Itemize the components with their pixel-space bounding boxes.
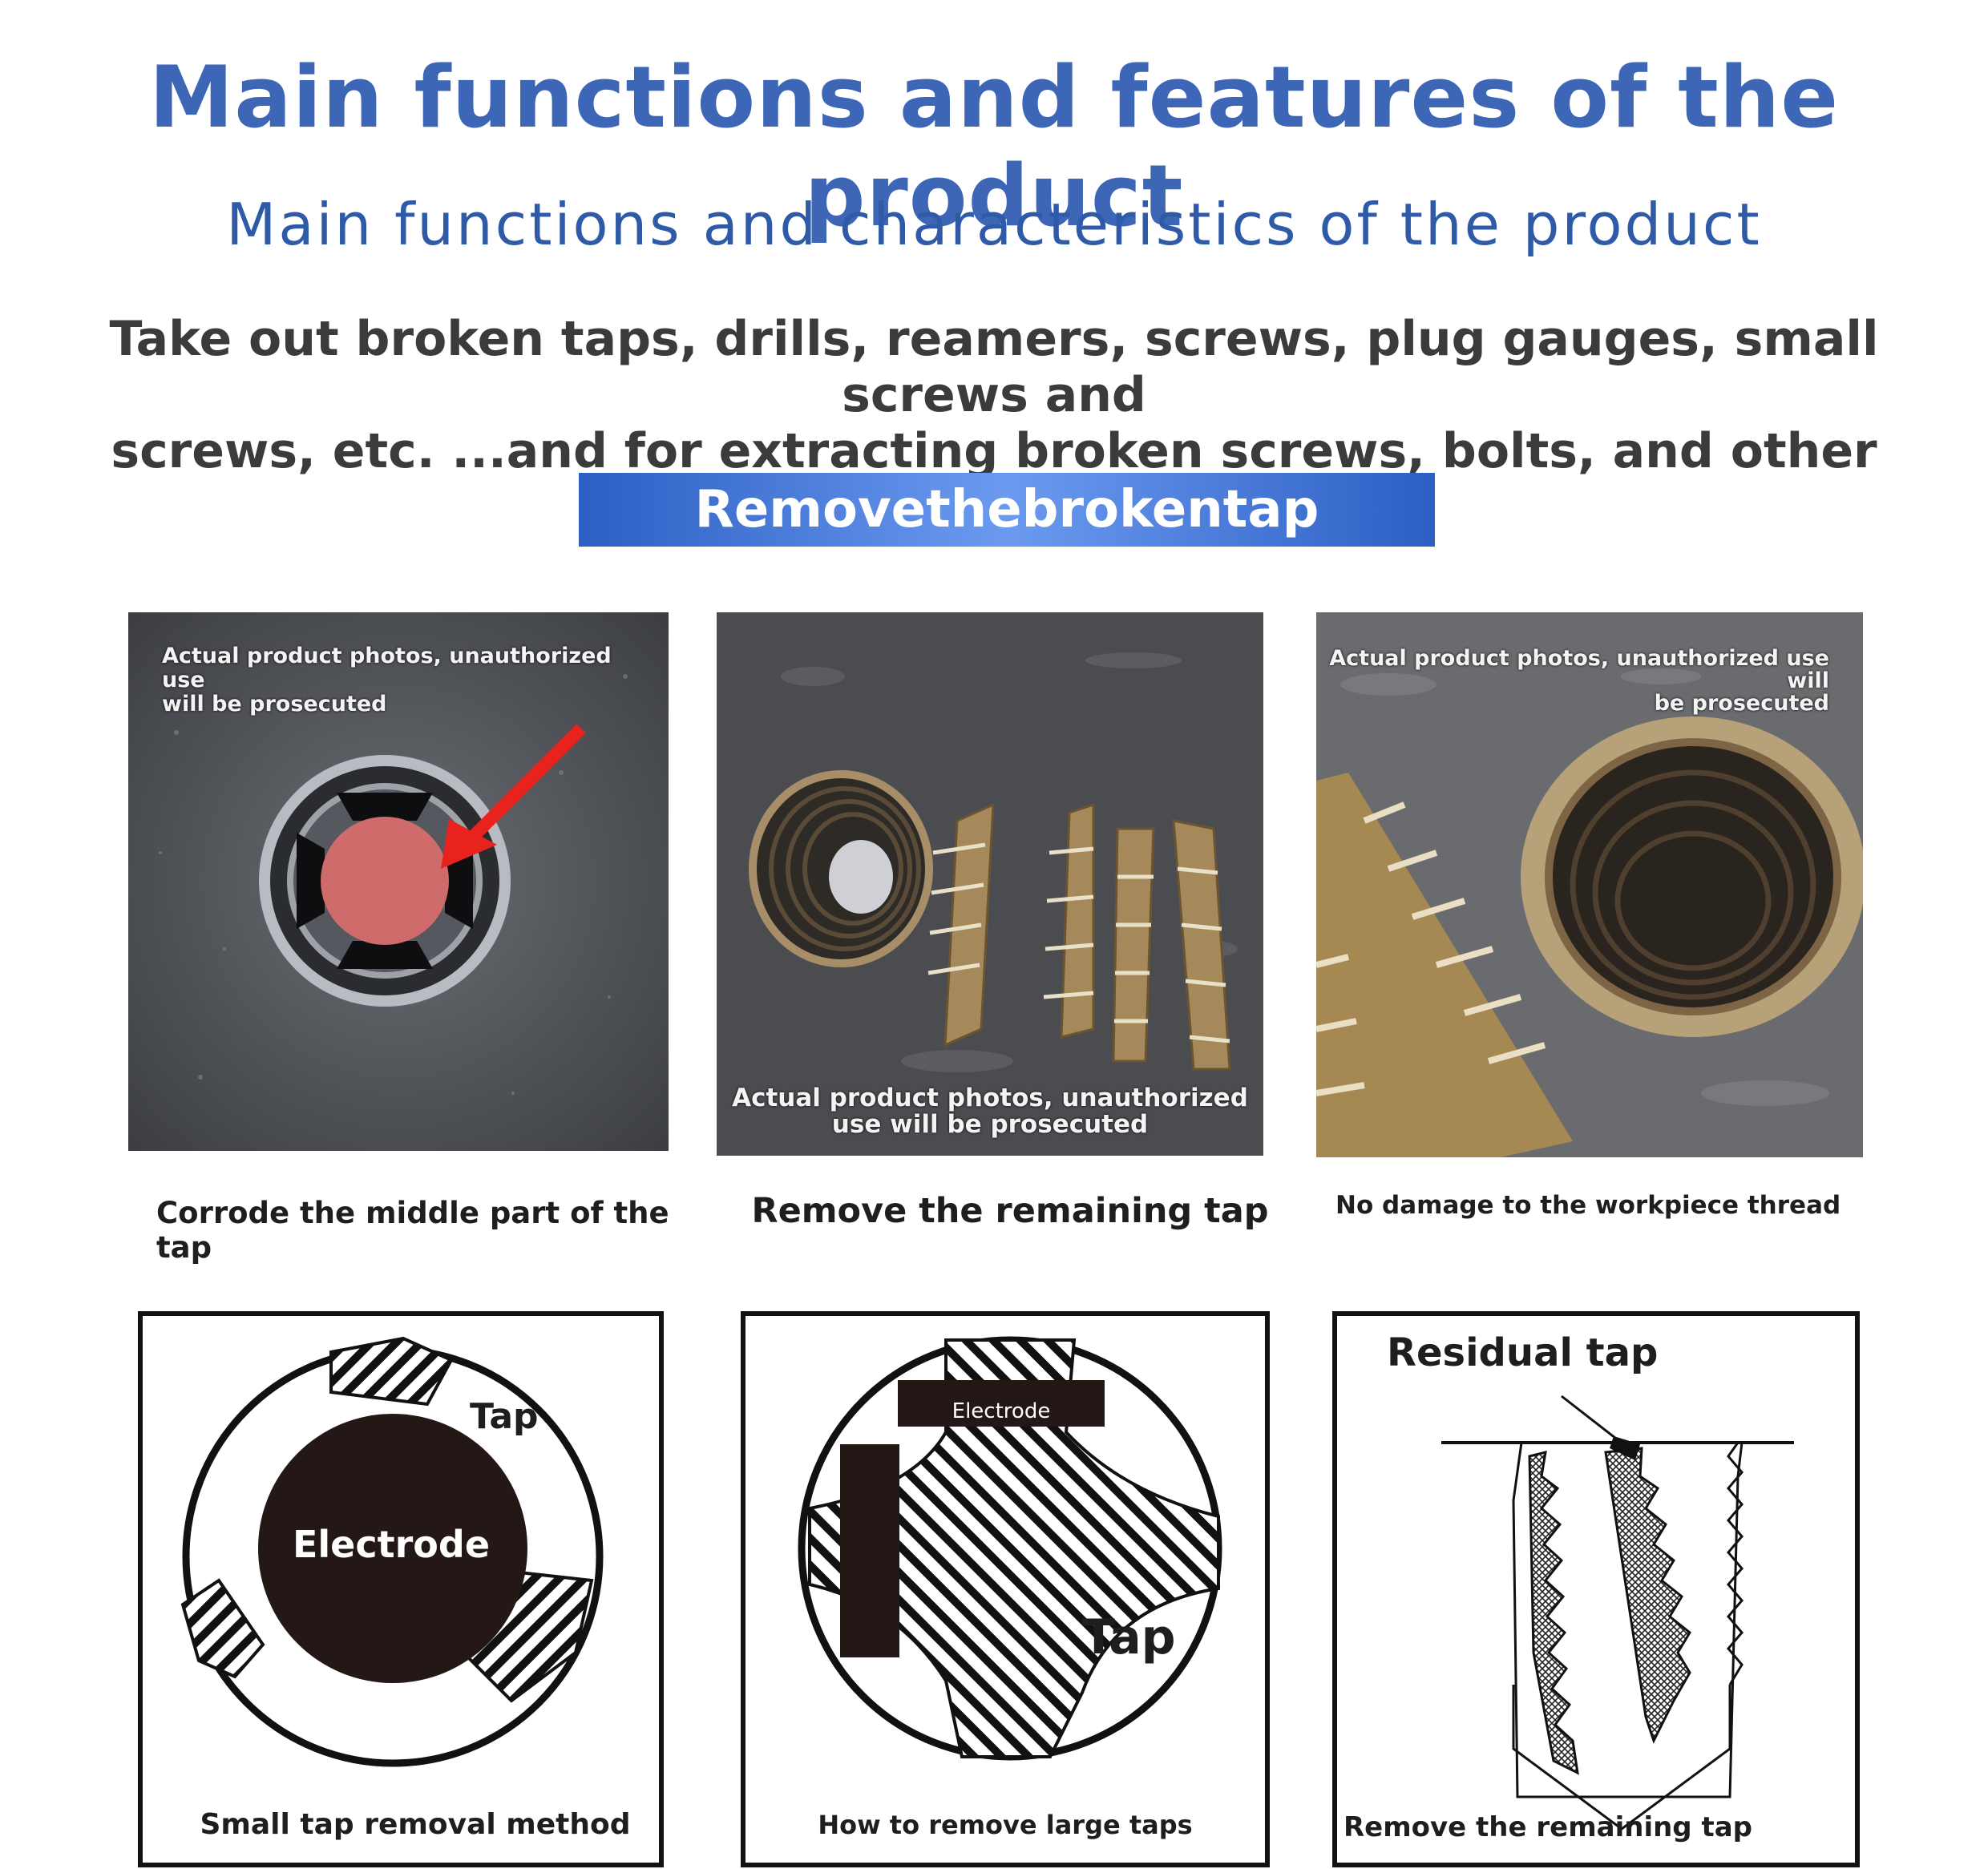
residual-tap-label: Residual tap [1387,1330,1659,1375]
electrode-label: Electrode [292,1523,491,1566]
watermark-line-1: Actual product photos, unauthorized use … [1329,646,1829,693]
photo-corrode-tap: Actual product photos, unauthorized use … [128,612,669,1151]
diagram-caption: How to remove large taps [818,1810,1193,1840]
watermark-line-1: Actual product photos, unauthorized [732,1084,1248,1112]
electrode-label: Electrode [952,1399,1051,1423]
watermark-line-2: be prosecuted [1654,691,1829,716]
page-title: Main functions and features of the produ… [148,48,1840,245]
photo-caption: No damage to the workpiece thread [1335,1191,1841,1220]
watermark-line-2: will be prosecuted [162,692,387,717]
diagram-caption: Remove the remaining tap [1343,1811,1753,1843]
diagram-caption: Small tap removal method [200,1808,631,1841]
watermark-line-1: Actual product photos, unauthorized use [162,644,612,692]
tap-label: Tap [1082,1609,1176,1665]
section-banner: Removethebrokentap [579,473,1435,547]
photo-caption: Corrode the middle part of the tap [156,1196,669,1265]
photo-no-damage: Actual product photos, unauthorized use … [1316,612,1863,1157]
tap-label: Tap [470,1396,539,1437]
watermark-line-2: use will be prosecuted [831,1110,1149,1139]
diagram-residual-tap: Residual tap Remove the remaining tap [1332,1311,1860,1867]
photo-remove-tap: Actual product photos, unauthorized use … [717,612,1263,1156]
diagram-small-tap: Tap Electrode Small tap removal method [138,1311,664,1867]
diagram-large-tap: Electrode Tap How to remove large taps [741,1311,1270,1867]
page-subtitle: Main functions and characteristics of th… [226,191,1762,258]
description-line-1: Take out broken taps, drills, reamers, s… [109,311,1879,423]
photo-caption: Remove the remaining tap [751,1191,1269,1231]
